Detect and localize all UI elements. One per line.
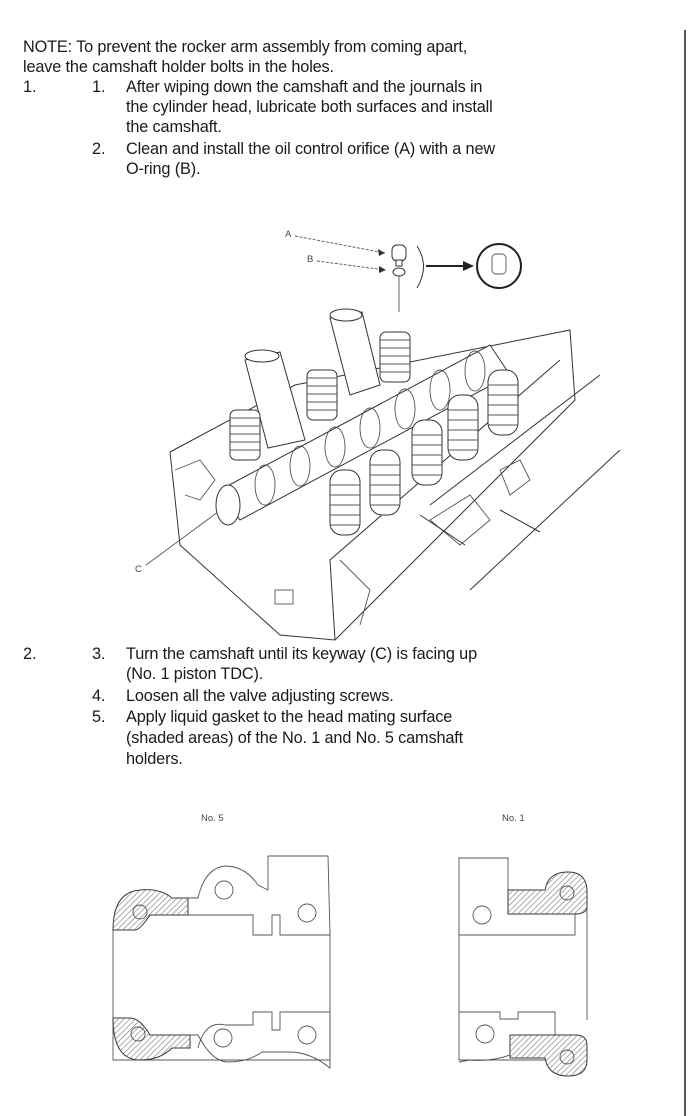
step-5-line-3: holders. (126, 750, 183, 768)
step-5-line-1: Apply liquid gasket to the head mating s… (126, 708, 453, 726)
cylinder-head-block (169, 329, 621, 641)
step-1-line-3: the camshaft. (126, 118, 222, 136)
holder-no1 (458, 857, 588, 1077)
step-2-number: 2. (92, 140, 106, 158)
valve-springs-back (229, 331, 411, 461)
step-4-line-1: Loosen all the valve adjusting screws. (126, 687, 394, 705)
step-3-line-1: Turn the camshaft until its keyway (C) i… (126, 645, 477, 663)
holder-no5 (112, 855, 331, 1069)
callout-a-label: A (285, 229, 292, 240)
step-3-line-2: (No. 1 piston TDC). (126, 665, 264, 683)
step-2-line-1: Clean and install the oil control orific… (126, 140, 495, 158)
page-right-border (684, 30, 686, 1116)
step-5-line-2: (shaded areas) of the No. 1 and No. 5 ca… (126, 729, 464, 747)
camshaft (215, 344, 511, 526)
step-1-line-2: the cylinder head, lubricate both surfac… (126, 98, 493, 116)
step-4-number: 4. (92, 687, 106, 705)
holder-no1-label: No. 1 (502, 813, 525, 824)
step-3-number: 3. (92, 645, 106, 663)
valve-springs-front (329, 369, 519, 536)
step-1-line-1: After wiping down the camshaft and the j… (126, 78, 483, 96)
group-2-number: 2. (23, 645, 37, 663)
note-line-2: leave the camshaft holder bolts in the h… (23, 58, 334, 76)
holder-no5-label: No. 5 (201, 813, 224, 824)
note-line-1: NOTE: To prevent the rocker arm assembly… (23, 38, 468, 56)
oil-control-orifice-detail (294, 235, 522, 312)
step-5-number: 5. (92, 708, 106, 726)
callout-b-label: B (307, 254, 314, 265)
step-2-line-2: O-ring (B). (126, 160, 201, 178)
spark-plug-tubes (244, 308, 381, 449)
group-1-number: 1. (23, 78, 37, 96)
callout-c-label: C (135, 564, 142, 575)
step-1-number: 1. (92, 78, 106, 96)
